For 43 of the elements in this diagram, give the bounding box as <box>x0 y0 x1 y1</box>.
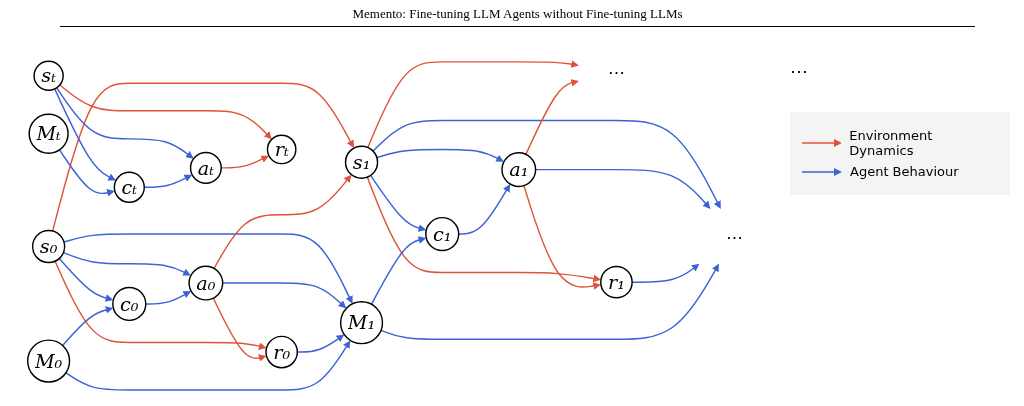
arrow <box>61 306 114 347</box>
legend-label: Agent Behaviour <box>850 164 959 179</box>
arrow <box>65 340 351 391</box>
arrow <box>54 88 116 181</box>
node-circle: M₁ <box>339 301 384 345</box>
node-circle: a₀ <box>188 265 224 301</box>
node-text: ⋯ <box>607 61 626 82</box>
arrow <box>376 148 504 162</box>
node-circle: M₀ <box>27 339 71 383</box>
arrow <box>51 82 354 232</box>
node-circle: a₁ <box>501 152 537 188</box>
node-circle: aₜ <box>189 151 222 184</box>
arrow <box>213 174 352 270</box>
arrow <box>372 119 721 209</box>
header-title: Memento: Fine-tuning LLM Agents without Fine-tuning LLMs <box>60 6 975 27</box>
node-circle: cₜ <box>113 171 145 203</box>
node-circle: s₀ <box>31 229 66 264</box>
arrow <box>366 176 601 283</box>
arrow <box>367 60 579 149</box>
arrow <box>212 297 267 362</box>
node-circle: r₀ <box>265 335 299 369</box>
arrow <box>369 174 427 232</box>
arrow <box>523 184 601 290</box>
node-circle: Mₜ <box>28 113 69 154</box>
node-text: ⋯ <box>726 226 744 247</box>
arrow <box>370 236 427 306</box>
legend-label: Environment Dynamics <box>849 128 934 158</box>
arrow <box>54 260 267 350</box>
node-circle: s₁ <box>344 145 379 179</box>
node-circle: r₁ <box>600 265 633 299</box>
ellipsis-text: ⋯ <box>790 61 808 81</box>
arrow <box>380 263 719 341</box>
arrow <box>145 291 192 305</box>
arrow <box>58 149 115 197</box>
arrow <box>525 79 579 156</box>
node-circle: c₀ <box>112 286 147 322</box>
arrow <box>58 257 114 302</box>
arrow <box>56 87 194 159</box>
node-circle: c₁ <box>425 216 460 252</box>
node-circle: rₜ <box>266 134 297 165</box>
arrow <box>62 251 191 276</box>
node-circle: sₜ <box>33 60 64 91</box>
arrow <box>59 84 272 140</box>
